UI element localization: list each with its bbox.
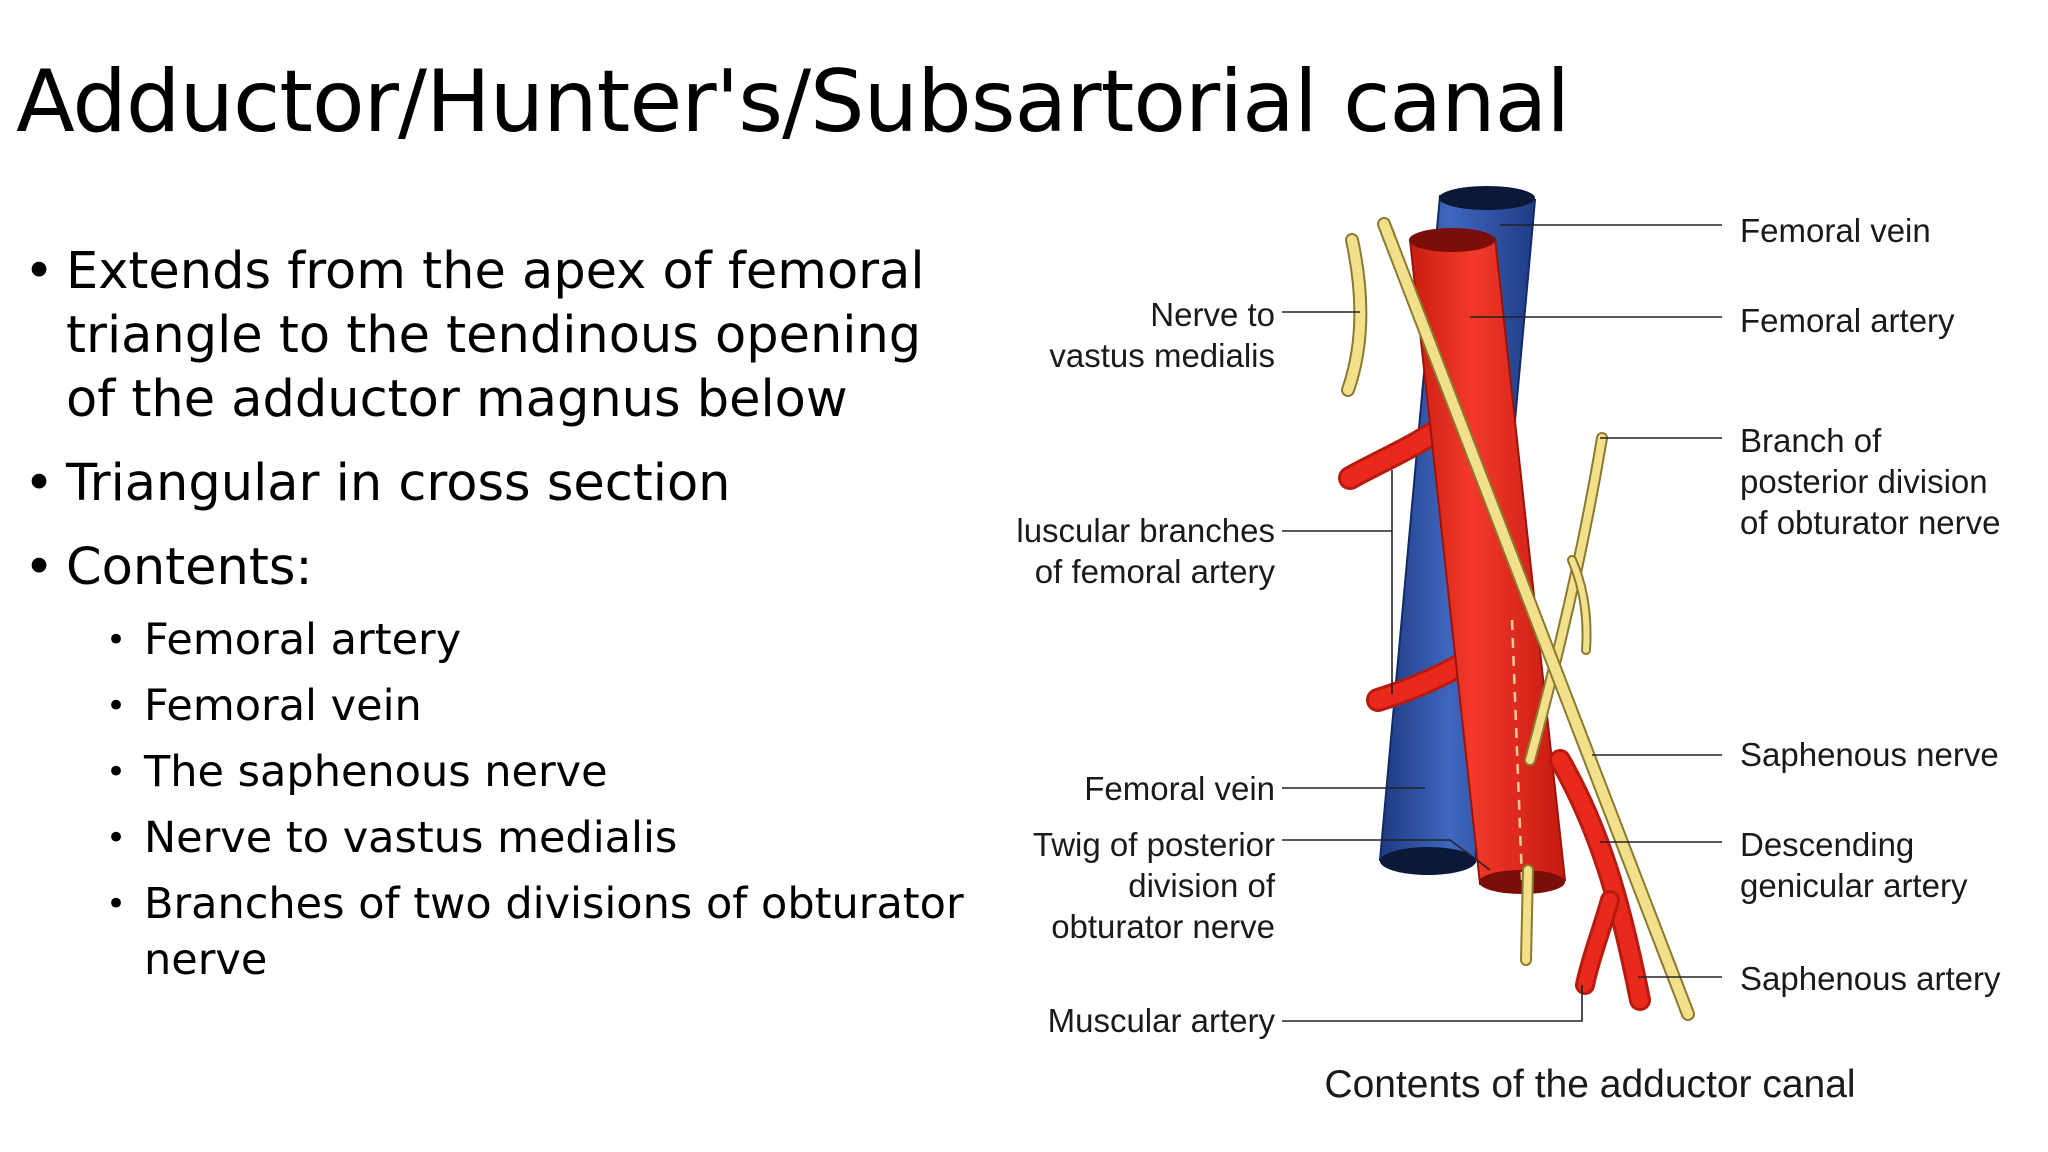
bullet-contents: Contents: Femoral artery Femoral vein Th… [24, 536, 984, 988]
bullet-list: Extends from the apex of femoral triangl… [24, 240, 984, 1008]
label-saphenous-nerve: Saphenous nerve [1740, 736, 1999, 773]
bullet-cross-section: Triangular in cross section [24, 452, 984, 516]
contents-item: Nerve to vastus medialis [104, 810, 984, 866]
descending-genicular-artery-shape [1549, 749, 1651, 1011]
label-obturator-branch: of obturator nerve [1740, 504, 2001, 541]
leader-lines [1282, 224, 1722, 1022]
saphenous-nerve-shape [1377, 217, 1695, 1021]
label-twig-obturator: division of [1128, 867, 1276, 904]
label-descending-genicular: Descending [1740, 826, 1914, 863]
label-femoral-vein-right: Femoral vein [1740, 212, 1931, 249]
label-twig-obturator: obturator nerve [1051, 908, 1275, 945]
bullet-contents-label: Contents: [66, 538, 313, 597]
nerve-to-vastus-medialis-shape [1341, 233, 1368, 397]
label-muscular-branches: of femoral artery [1035, 553, 1276, 590]
contents-item: Femoral vein [104, 678, 984, 734]
diagram-caption: Contents of the adductor canal [1324, 1063, 1855, 1106]
label-nerve-to-vastus-medialis: vastus medialis [1049, 337, 1275, 374]
label-femoral-vein-left: Femoral vein [1084, 770, 1275, 807]
label-twig-obturator: Twig of posterior [1033, 826, 1275, 863]
label-obturator-branch: Branch of [1740, 422, 1882, 459]
obturator-twig-shape [1520, 864, 1534, 966]
label-saphenous-artery: Saphenous artery [1740, 960, 2001, 997]
contents-list: Femoral artery Femoral vein The saphenou… [104, 612, 984, 988]
obturator-branch-shape [1524, 432, 1608, 766]
contents-item: Branches of two divisions of obturator n… [104, 876, 984, 988]
contents-item: The saphenous nerve [104, 744, 984, 800]
label-nerve-to-vastus-medialis: Nerve to [1150, 296, 1275, 333]
slide-title: Adductor/Hunter's/Subsartorial canal [16, 52, 1570, 152]
label-descending-genicular: genicular artery [1740, 867, 1968, 904]
label-muscular-artery: Muscular artery [1048, 1002, 1276, 1039]
label-obturator-branch: posterior division [1740, 463, 1988, 500]
bullet-extent: Extends from the apex of femoral triangl… [24, 240, 984, 432]
contents-item: Femoral artery [104, 612, 984, 668]
label-muscular-branches: luscular branches [1016, 512, 1275, 549]
label-femoral-artery: Femoral artery [1740, 302, 1955, 339]
